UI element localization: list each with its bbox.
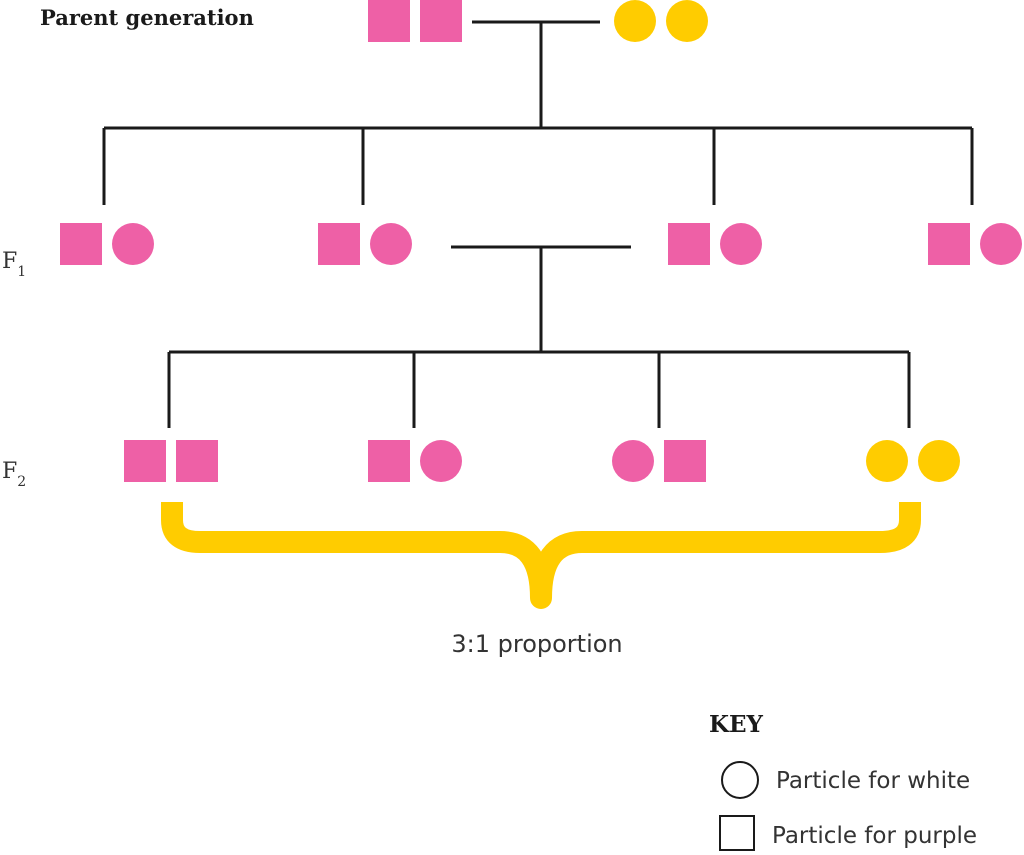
f2-pair-2 xyxy=(368,440,462,482)
circle-particle-icon xyxy=(612,440,654,482)
circle-particle-icon xyxy=(666,0,708,42)
square-particle-icon xyxy=(928,223,970,265)
f2-pair-3 xyxy=(612,440,706,482)
circle-particle-icon xyxy=(370,223,412,265)
key-square-label: Particle for purple xyxy=(772,823,977,849)
f2-pair-1 xyxy=(124,440,218,482)
circle-particle-icon xyxy=(866,440,908,482)
parents-pair-2 xyxy=(614,0,708,42)
square-particle-icon xyxy=(124,440,166,482)
square-particle-icon xyxy=(318,223,360,265)
square-particle-icon xyxy=(668,223,710,265)
particle-shapes xyxy=(60,0,1022,482)
key-title: KEY xyxy=(709,711,764,738)
square-particle-icon xyxy=(368,0,410,42)
circle-particle-icon xyxy=(614,0,656,42)
circle-particle-icon xyxy=(980,223,1022,265)
circle-particle-icon xyxy=(112,223,154,265)
f1-label: F1 xyxy=(2,249,26,280)
square-particle-icon xyxy=(176,440,218,482)
square-particle-icon xyxy=(420,0,462,42)
f1-letter: F xyxy=(2,249,17,274)
square-particle-icon xyxy=(60,223,102,265)
parents-pair-1 xyxy=(368,0,462,42)
parent-cross-lines xyxy=(102,20,974,205)
key-circle-icon xyxy=(721,761,759,799)
f1-subscript: 1 xyxy=(17,264,26,280)
proportion-label: 3:1 proportion xyxy=(451,630,622,658)
circle-particle-icon xyxy=(918,440,960,482)
f2-subscript: 2 xyxy=(17,474,26,490)
f1-pair-1 xyxy=(60,223,154,265)
f2-pair-4 xyxy=(866,440,960,482)
proportion-brace xyxy=(161,502,921,609)
f1-pair-2 xyxy=(318,223,412,265)
square-particle-icon xyxy=(368,440,410,482)
f1-cross-lines xyxy=(167,245,911,428)
f2-label: F2 xyxy=(2,459,26,490)
square-particle-icon xyxy=(664,440,706,482)
f2-letter: F xyxy=(2,459,17,484)
f1-pair-4 xyxy=(928,223,1022,265)
parent-generation-label: Parent generation xyxy=(40,5,254,30)
key-circle-label: Particle for white xyxy=(776,768,970,794)
key-square-icon xyxy=(719,815,755,851)
circle-particle-icon xyxy=(720,223,762,265)
circle-particle-icon xyxy=(420,440,462,482)
f1-pair-3 xyxy=(668,223,762,265)
